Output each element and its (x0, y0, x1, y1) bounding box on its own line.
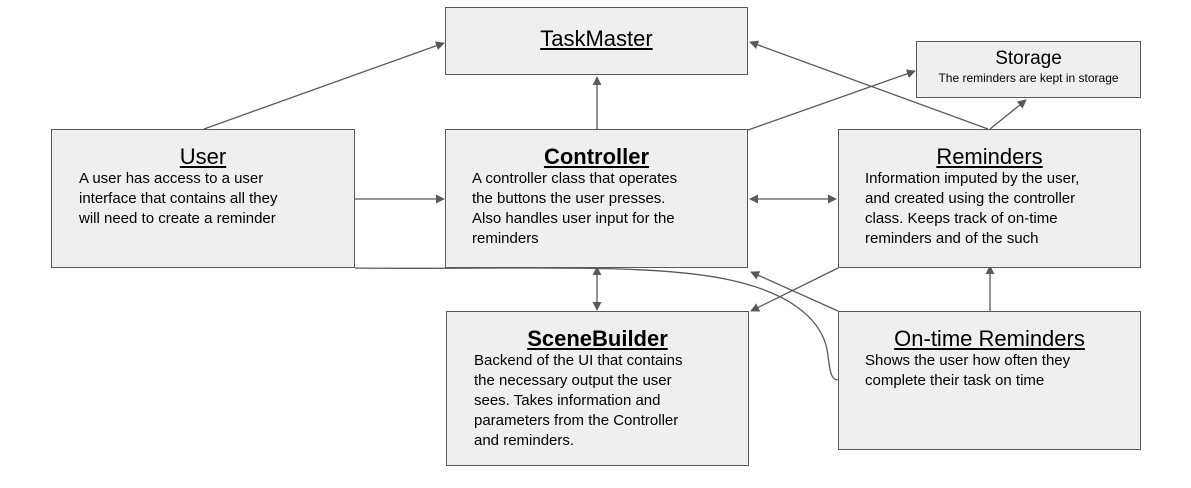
edge-reminders-to-taskmaster (749, 40, 989, 130)
edge-reminders-to-storage (989, 99, 1027, 130)
scenebuilder-desc-line: parameters from the Controller (474, 412, 679, 429)
scenebuilder-description: Backend of the UI that contains the nece… (474, 351, 744, 451)
scenebuilder-desc-line: the necessary output the user (474, 372, 672, 389)
ontime-desc-line: complete their task on time (865, 372, 1045, 389)
reminders-desc-line: Information imputed by the user, (865, 170, 1080, 187)
ontime-desc-line: Shows the user how often they (865, 352, 1071, 369)
controller-node: Controller A controller class that opera… (445, 129, 748, 268)
edge-user-to-ontime (354, 267, 839, 381)
controller-desc-line: the buttons the user presses. (472, 190, 666, 207)
storage-subtitle: The reminders are kept in storage (938, 71, 1119, 85)
taskmaster-node: TaskMaster (445, 7, 748, 75)
ontime-reminders-title: On-time Reminders (894, 326, 1085, 351)
edge-ontime-to-controller (750, 271, 839, 312)
reminders-desc-line: and created using the controller (865, 190, 1076, 207)
scenebuilder-desc-line: and reminders. (474, 432, 575, 449)
scenebuilder-desc-line: sees. Takes information and (474, 392, 661, 409)
reminders-desc-line: class. Keeps track of on-time (865, 210, 1058, 227)
storage-title: Storage (995, 48, 1062, 69)
reminders-title: Reminders (936, 144, 1043, 169)
taskmaster-title: TaskMaster (540, 26, 653, 51)
edge-user-to-taskmaster (203, 41, 445, 130)
reminders-desc-line: reminders and of the such (865, 230, 1039, 247)
user-desc-line: A user has access to a user (79, 170, 264, 187)
controller-desc-line: A controller class that operates (472, 170, 678, 187)
edge-reminders-to-scenebuilder (750, 267, 839, 312)
controller-desc-line: Also handles user input for the (472, 210, 675, 227)
user-description: A user has access to a user interface th… (79, 169, 344, 229)
user-desc-line: interface that contains all they (79, 190, 278, 207)
controller-description: A controller class that operates the but… (472, 169, 742, 249)
controller-title: Controller (543, 144, 650, 169)
scenebuilder-desc-line: Backend of the UI that contains (474, 352, 683, 369)
scenebuilder-title: SceneBuilder (527, 326, 668, 351)
storage-node: Storage The reminders are kept in storag… (916, 41, 1141, 98)
user-title: User (179, 144, 227, 169)
ontime-reminders-description: Shows the user how often they complete t… (865, 351, 1135, 391)
user-node: User A user has access to a user interfa… (51, 129, 355, 268)
scenebuilder-node: SceneBuilder Backend of the UI that cont… (446, 311, 749, 466)
edge-controller-to-storage (747, 69, 916, 131)
reminders-node: Reminders Information imputed by the use… (838, 129, 1141, 268)
user-desc-line: will need to create a reminder (79, 210, 276, 227)
controller-desc-line: reminders (472, 230, 539, 247)
ontime-reminders-node: On-time Reminders Shows the user how oft… (838, 311, 1141, 450)
reminders-description: Information imputed by the user, and cre… (865, 169, 1135, 249)
